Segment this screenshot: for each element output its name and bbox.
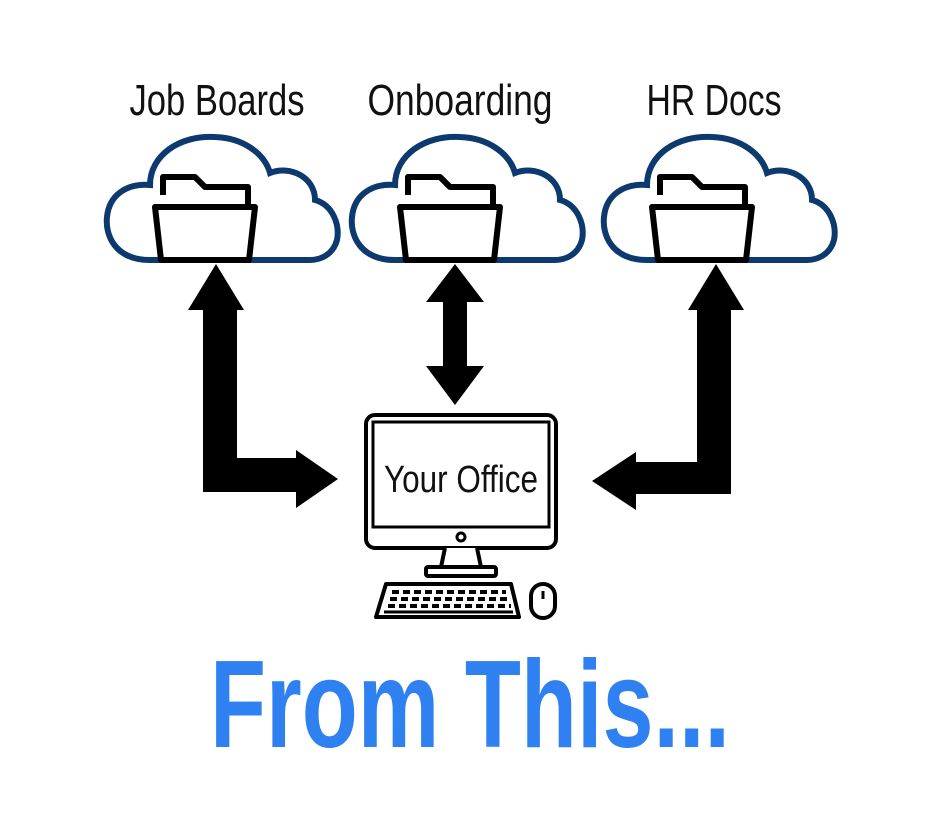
cloud-folder-icon bbox=[604, 137, 835, 260]
cloud-onboarding: Onboarding bbox=[352, 76, 583, 260]
cloud-label: Job Boards bbox=[130, 76, 305, 125]
mouse-icon bbox=[529, 582, 557, 620]
arrow-left-icon bbox=[188, 264, 338, 508]
caption-text: From This... bbox=[210, 636, 730, 774]
screen-text: Your Office bbox=[384, 459, 538, 501]
double-arrow-icon bbox=[426, 264, 484, 405]
cloud-folder-icon bbox=[352, 137, 583, 260]
cloud-label: HR Docs bbox=[647, 76, 782, 125]
cloud-hr-docs: HR Docs bbox=[604, 76, 835, 260]
arrow-right-icon bbox=[592, 264, 744, 510]
keyboard-icon bbox=[374, 582, 521, 619]
cloud-label: Onboarding bbox=[368, 76, 553, 125]
cloud-folder-icon bbox=[107, 137, 338, 260]
cloud-job-boards: Job Boards bbox=[107, 76, 338, 260]
desktop-computer-icon: Your Office bbox=[364, 413, 558, 620]
